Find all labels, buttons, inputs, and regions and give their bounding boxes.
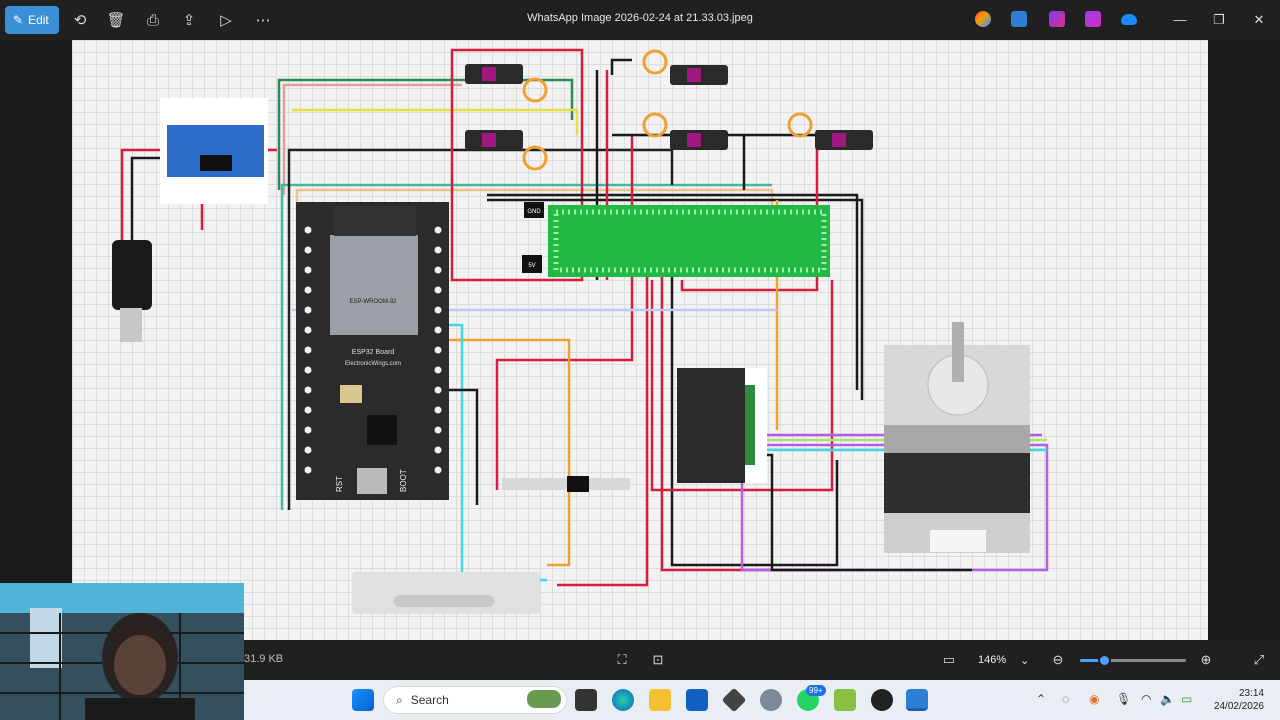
slideshow-icon[interactable]: ▷ bbox=[220, 12, 232, 29]
clock[interactable]: 23:14 24/02/2026 bbox=[1214, 687, 1264, 713]
share-icon[interactable]: ⇪ bbox=[182, 12, 196, 29]
circuit-image: ESP-WROOM-32 ESP32 Board ElectronicWings… bbox=[72, 40, 1208, 640]
webcam-overlay bbox=[0, 583, 244, 720]
scan-icon[interactable]: ⊡ bbox=[652, 652, 664, 667]
fullscreen-icon[interactable]: ⤢ bbox=[1253, 652, 1265, 667]
fivev-label: 5V bbox=[528, 263, 535, 269]
aspect-icon[interactable]: ▭ bbox=[942, 652, 956, 667]
zoom-slider-fill bbox=[1080, 659, 1105, 662]
zoom-slider[interactable] bbox=[1080, 654, 1186, 667]
delete-icon[interactable]: 🗑 bbox=[106, 12, 126, 29]
tray-app-icon-orange[interactable]: ◉ bbox=[1089, 692, 1100, 706]
clipchamp-icon[interactable] bbox=[1049, 11, 1065, 27]
app-icon-dark[interactable] bbox=[721, 687, 747, 713]
onedrive-icon[interactable] bbox=[1121, 14, 1137, 25]
esp-module-label: ESP-WROOM-32 bbox=[349, 299, 397, 305]
zoom-out-icon[interactable]: ⊖ bbox=[1052, 652, 1064, 667]
clock-time: 23:14 bbox=[1238, 688, 1264, 699]
tray-app-icon[interactable]: ◌ bbox=[1062, 692, 1070, 706]
battery-icon[interactable]: ▭ bbox=[1181, 692, 1193, 706]
edit-icon: ✎ bbox=[13, 13, 24, 27]
app-icon-green[interactable] bbox=[834, 689, 856, 711]
print-icon[interactable]: ⎙ bbox=[146, 11, 159, 29]
webcam-feed bbox=[0, 583, 244, 720]
photos-icon[interactable] bbox=[906, 689, 928, 711]
clock-date: 24/02/2026 bbox=[1213, 701, 1264, 712]
more-icon[interactable]: ⋯ bbox=[255, 12, 271, 29]
search-placeholder: Search bbox=[410, 693, 449, 707]
edit-app-icon[interactable] bbox=[1011, 11, 1027, 27]
chevron-down-icon: ⌄ bbox=[1020, 654, 1030, 667]
copilot-icon[interactable] bbox=[975, 11, 991, 27]
designer-icon[interactable] bbox=[1085, 11, 1101, 27]
esp-brand-label: ElectronicWings.com bbox=[345, 361, 401, 367]
task-view-icon[interactable] bbox=[575, 689, 597, 711]
maximize-icon[interactable]: ❐ bbox=[1213, 12, 1225, 27]
chevron-up-icon[interactable]: ⌃ bbox=[1036, 692, 1047, 706]
wifi-icon[interactable]: ◠ bbox=[1141, 692, 1152, 706]
rst-label: RST bbox=[335, 476, 344, 492]
volume-icon[interactable]: 🔈 bbox=[1160, 692, 1175, 706]
minimize-icon[interactable]: — bbox=[1173, 12, 1187, 27]
close-icon[interactable]: ✕ bbox=[1253, 12, 1265, 27]
microphone-icon[interactable]: 🎙 bbox=[1116, 692, 1132, 706]
boot-label: BOOT bbox=[399, 469, 408, 492]
esp-board-label: ESP32 Board bbox=[352, 349, 395, 356]
chrome-icon[interactable] bbox=[871, 689, 893, 711]
edge-icon[interactable] bbox=[612, 689, 634, 711]
gnd-label: GND bbox=[527, 209, 541, 215]
title-bar: ✎ Edit ⟲ 🗑 ⎙ ⇪ ▷ ⋯ WhatsApp Image 2026-0… bbox=[0, 0, 1280, 40]
file-size: 31.9 KB bbox=[244, 653, 284, 665]
settings-icon[interactable] bbox=[760, 689, 782, 711]
rotate-icon[interactable]: ⟲ bbox=[73, 12, 87, 29]
widgets-icon[interactable] bbox=[527, 690, 561, 708]
circuit-diagram: ESP-WROOM-32 ESP32 Board ElectronicWings… bbox=[112, 48, 1049, 614]
zoom-value: 146% bbox=[978, 654, 1007, 666]
zoom-in-icon[interactable]: ⊕ bbox=[1200, 652, 1212, 667]
file-explorer-icon[interactable] bbox=[649, 689, 671, 711]
edit-button-label: Edit bbox=[28, 13, 49, 27]
store-icon[interactable] bbox=[686, 689, 708, 711]
zoom-dropdown[interactable]: 146% ⌄ bbox=[970, 648, 1036, 672]
start-icon[interactable] bbox=[352, 689, 374, 711]
image-viewport[interactable]: ESP-WROOM-32 ESP32 Board ElectronicWings… bbox=[0, 40, 1280, 640]
search-icon: ⌕ bbox=[396, 692, 403, 707]
fit-icon[interactable]: ⛶ bbox=[617, 652, 627, 667]
zoom-slider-thumb[interactable] bbox=[1098, 654, 1112, 667]
notification-badge: 99+ bbox=[806, 685, 826, 696]
edit-button[interactable]: ✎ Edit bbox=[5, 6, 59, 34]
